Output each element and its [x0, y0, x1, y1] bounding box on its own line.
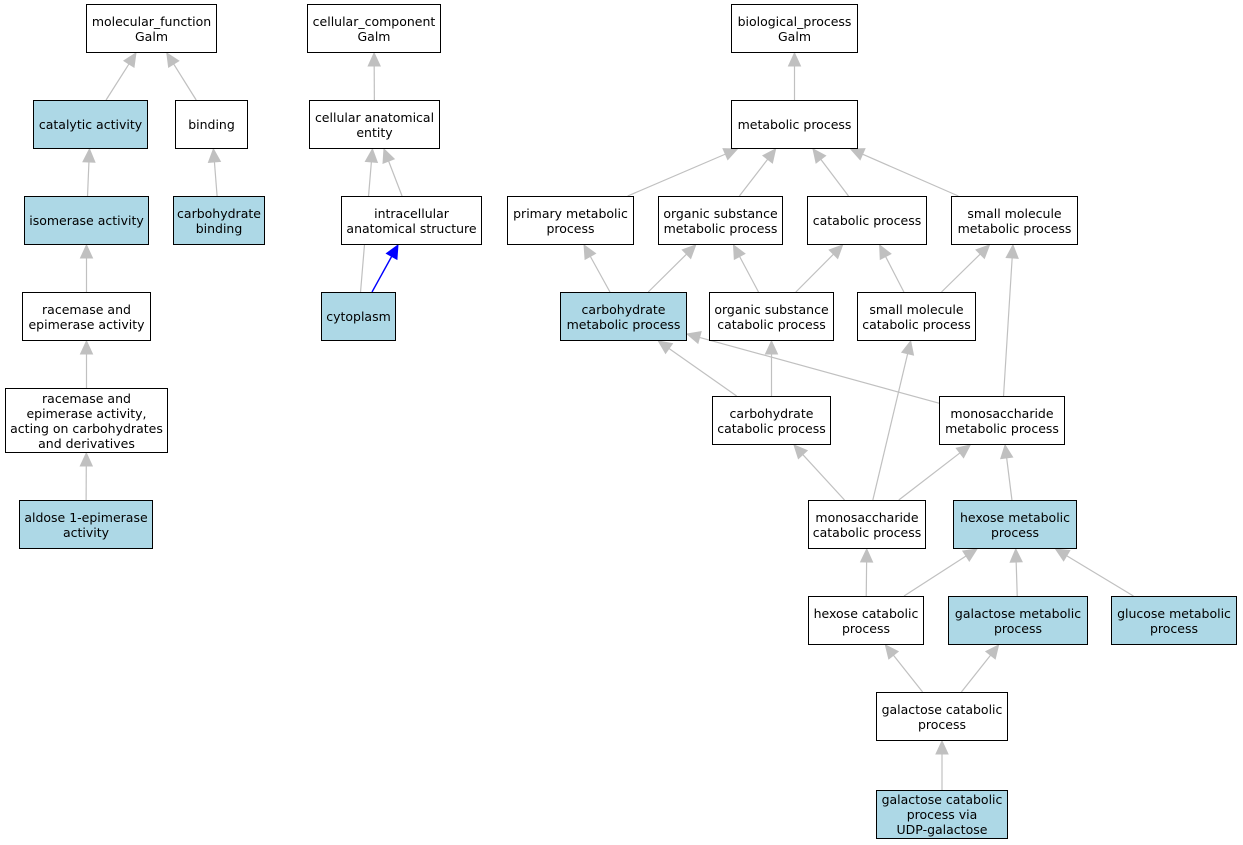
node-small-molecule-catabolic-process[interactable]: small molecule catabolic process — [857, 292, 976, 341]
node-biological-process-root[interactable]: biological_process Galm — [731, 4, 858, 53]
arrowhead-mono_met-to-small_mol — [1005, 243, 1019, 259]
arrowhead-carb_cat-to-carb_met — [657, 340, 674, 355]
arrowhead-org_cat-to-organic — [732, 243, 746, 261]
node-cytoplasm[interactable]: cytoplasm — [321, 292, 396, 341]
edge-isomerase-to-catalytic — [86, 161, 90, 197]
node-primary-metabolic-process[interactable]: primary metabolic process — [507, 196, 634, 245]
edge-small_cat-to-small_mol — [941, 253, 981, 293]
edge-carb_cat-to-carb_met — [668, 347, 737, 397]
edge-primary-to-metabolic — [627, 153, 726, 197]
node-carbohydrate-metabolic-process[interactable]: carbohydrate metabolic process — [560, 292, 687, 341]
arrowhead-glucose_met-to-hexose_met — [1054, 548, 1071, 562]
arrowhead-mono_met-to-carb_met — [685, 330, 702, 345]
edge-carb_met-to-organic — [647, 253, 687, 293]
edge-binding-to-mf_root — [173, 63, 197, 101]
arrowhead-mono_cat-to-small_cat — [900, 339, 915, 356]
edge-galact_met-to-hexose_met — [1015, 561, 1018, 597]
node-monosaccharide-metabolic-process[interactable]: monosaccharide metabolic process — [939, 396, 1065, 445]
edge-glucose_met-to-hexose_met — [1066, 555, 1134, 597]
arrowhead-cytoplasm-to-cell_anat — [364, 147, 379, 164]
arrowhead-intracell-to-cell_anat — [382, 147, 396, 165]
node-catalytic-activity[interactable]: catalytic activity — [33, 100, 148, 149]
edge-mono_cat-to-carb_cat — [802, 454, 845, 501]
node-carbohydrate-catabolic-process[interactable]: carbohydrate catabolic process — [712, 396, 831, 445]
edge-intracell-to-cell_anat — [388, 160, 403, 197]
node-binding[interactable]: binding — [175, 100, 248, 149]
node-metabolic-process[interactable]: metabolic process — [731, 100, 858, 149]
arrowhead-organic-to-metabolic — [762, 148, 777, 164]
node-glucose-metabolic-process[interactable]: glucose metabolic process — [1111, 596, 1237, 645]
edge-small_cat-to-catabolic — [885, 256, 905, 293]
edge-galact_cat-to-hexose_cat — [892, 654, 924, 693]
node-galactose-metabolic-process[interactable]: galactose metabolic process — [948, 596, 1088, 645]
arrowhead-primary-to-metabolic — [722, 148, 739, 161]
edge-mono_cat-to-mono_met — [898, 452, 961, 501]
arrowhead-catabolic-to-metabolic — [812, 148, 827, 164]
arrowhead-hexose_cat-to-hexose_met — [961, 548, 978, 563]
node-galactose-catabolic-process[interactable]: galactose catabolic process — [876, 692, 1008, 741]
edge-catalytic-to-mf_root — [105, 63, 130, 101]
arrowhead-hexose_cat-to-mono_cat — [859, 547, 874, 563]
node-hexose-catabolic-process[interactable]: hexose catabolic process — [808, 596, 924, 645]
arrowhead-carb_met-to-organic — [681, 244, 697, 260]
edge-mono_cat-to-small_cat — [872, 353, 909, 501]
node-cellular-anatomical-entity[interactable]: cellular anatomical entity — [309, 100, 440, 149]
edge-small_mol-to-metabolic — [862, 153, 959, 197]
arrowhead-racemase-to-isomerase — [79, 243, 94, 259]
node-catabolic-process[interactable]: catabolic process — [807, 196, 927, 245]
node-cellular-component-root[interactable]: cellular_component Galm — [307, 4, 441, 53]
arrowhead-carb_cat-to-org_cat — [764, 339, 779, 355]
edge-mono_met-to-carb_met — [699, 336, 940, 404]
edge-galact_cat-to-galact_met — [960, 654, 992, 693]
arrowhead-mono_cat-to-carb_cat — [793, 444, 809, 460]
arrowhead-binding-to-mf_root — [166, 51, 180, 69]
arrowhead-aldose-to-racemase_carb — [79, 451, 94, 467]
arrowhead-mono_cat-to-mono_met — [955, 444, 972, 459]
arrowhead-catalytic-to-mf_root — [122, 51, 137, 69]
arrowhead-cell_anat-to-cc_root — [367, 51, 381, 67]
arrowhead-galact_udp-to-galact_cat — [935, 739, 949, 755]
edge-cytoplasm-to-intracell — [371, 256, 393, 293]
node-small-molecule-metabolic-process[interactable]: small molecule metabolic process — [951, 196, 1078, 245]
node-monosaccharide-catabolic-process[interactable]: monosaccharide catabolic process — [808, 500, 926, 549]
arrowhead-racemase_carb-to-racemase — [79, 339, 94, 355]
arrowhead-small_cat-to-small_mol — [975, 244, 991, 260]
arrowhead-isomerase-to-catalytic — [82, 147, 96, 163]
edge-hexose_cat-to-hexose_met — [903, 555, 967, 597]
node-aldose-1-epimerase-activity[interactable]: aldose 1-epimerase activity — [19, 500, 153, 549]
node-isomerase-activity[interactable]: isomerase activity — [24, 196, 149, 245]
edge-hexose_met-to-mono_met — [1006, 457, 1013, 501]
edge-carb_binding-to-binding — [213, 161, 218, 197]
node-racemase-epimerase-activity[interactable]: racemase and epimerase activity — [22, 292, 151, 341]
node-hexose-metabolic-process[interactable]: hexose metabolic process — [953, 500, 1077, 549]
node-galactose-catabolic-process-via-udp-galactose[interactable]: galactose catabolic process via UDP-gala… — [876, 790, 1008, 839]
arrowhead-carb_binding-to-binding — [207, 147, 222, 163]
node-molecular-function-root[interactable]: molecular_function Galm — [86, 4, 217, 53]
arrowhead-small_mol-to-metabolic — [849, 148, 866, 161]
node-intracellular-anatomical-structure[interactable]: intracellular anatomical structure — [341, 196, 482, 245]
arrowhead-carb_met-to-primary — [583, 243, 597, 261]
edge-org_cat-to-catabolic — [795, 253, 834, 293]
arrowhead-cytoplasm-to-intracell — [385, 243, 399, 261]
arrowhead-metabolic-to-bp_root — [787, 51, 802, 67]
arrowhead-galact_cat-to-hexose_cat — [884, 644, 900, 660]
arrowhead-galact_cat-to-galact_met — [984, 644, 1000, 660]
arrowhead-small_cat-to-catabolic — [879, 243, 892, 261]
node-organic-substance-metabolic-process[interactable]: organic substance metabolic process — [658, 196, 783, 245]
arrowhead-galact_met-to-hexose_met — [1009, 547, 1023, 563]
node-racemase-epimerase-carbohydrates[interactable]: racemase and epimerase activity, acting … — [5, 388, 168, 453]
edge-catabolic-to-metabolic — [820, 159, 849, 197]
arrowhead-org_cat-to-catabolic — [828, 244, 844, 260]
edge-mono_met-to-small_mol — [1002, 257, 1013, 397]
edge-carb_met-to-primary — [589, 256, 611, 293]
node-carbohydrate-binding[interactable]: carbohydrate binding — [173, 196, 265, 245]
edge-org_cat-to-organic — [739, 256, 760, 293]
node-organic-substance-catabolic-process[interactable]: organic substance catabolic process — [709, 292, 834, 341]
arrowhead-hexose_met-to-mono_met — [1000, 443, 1014, 460]
edge-organic-to-metabolic — [738, 158, 769, 197]
